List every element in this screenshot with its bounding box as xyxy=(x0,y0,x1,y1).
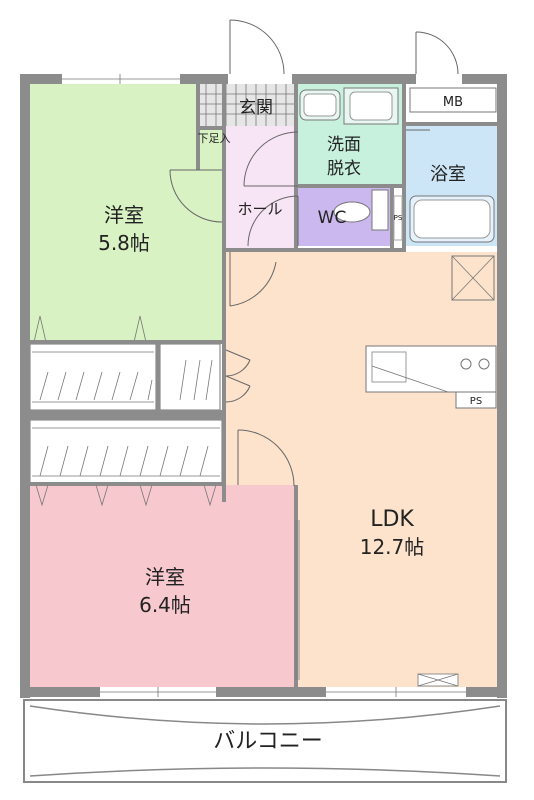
balcony-label: バルコニー xyxy=(213,729,323,754)
hall-fill xyxy=(226,126,298,250)
closet-small-door xyxy=(225,349,251,403)
wc-label: WC xyxy=(318,208,347,228)
mb-door xyxy=(415,31,459,75)
washroom-label-2: 脱衣 xyxy=(327,159,361,179)
ps-small-label: PS xyxy=(394,214,403,222)
window-sash-lines xyxy=(62,74,466,697)
western-room-2-name: 洋室 xyxy=(145,565,185,589)
western-room-2-size: 6.4帖 xyxy=(139,593,191,617)
western-room-1-name: 洋室 xyxy=(104,203,144,227)
toilet xyxy=(333,189,389,231)
washroom-label-1: 洗面 xyxy=(327,135,361,155)
western-room-2-fill xyxy=(30,485,294,687)
bathtub xyxy=(409,195,495,243)
shoe-box-label: 下足入 xyxy=(198,132,231,145)
washing-machine xyxy=(343,87,399,125)
mb-label: MB xyxy=(443,95,463,110)
room1-door xyxy=(169,169,223,223)
closet-small xyxy=(159,343,221,411)
wash-door xyxy=(243,131,299,187)
sliding-partition xyxy=(295,520,300,680)
ldk-size: 12.7帖 xyxy=(360,535,425,559)
entrance-label: 玄関 xyxy=(239,98,273,118)
closet-door-marks xyxy=(33,315,147,343)
balcony xyxy=(23,699,507,783)
mb-box xyxy=(409,87,497,113)
bathroom-label: 浴室 xyxy=(430,164,466,185)
room2-door xyxy=(237,429,295,487)
ps-kitchen-label: PS xyxy=(470,396,482,407)
washbasin xyxy=(299,89,341,121)
hall-label: ホール xyxy=(237,200,282,218)
closet-upper xyxy=(29,343,157,411)
western-room-1-fill xyxy=(30,84,222,342)
kitchen-counter xyxy=(365,345,497,393)
closet-lower xyxy=(29,419,223,507)
ldk-door-top xyxy=(229,252,277,307)
wc-door xyxy=(247,195,299,247)
ldk-name: LDK xyxy=(370,507,414,532)
ldk-window-vent xyxy=(417,673,459,687)
ps-shaft-small xyxy=(393,195,403,241)
entrance-door xyxy=(229,19,285,75)
fridge-space xyxy=(451,255,495,301)
kitchen-ps-box xyxy=(455,391,497,409)
western-room-1-size: 5.8帖 xyxy=(98,231,150,255)
